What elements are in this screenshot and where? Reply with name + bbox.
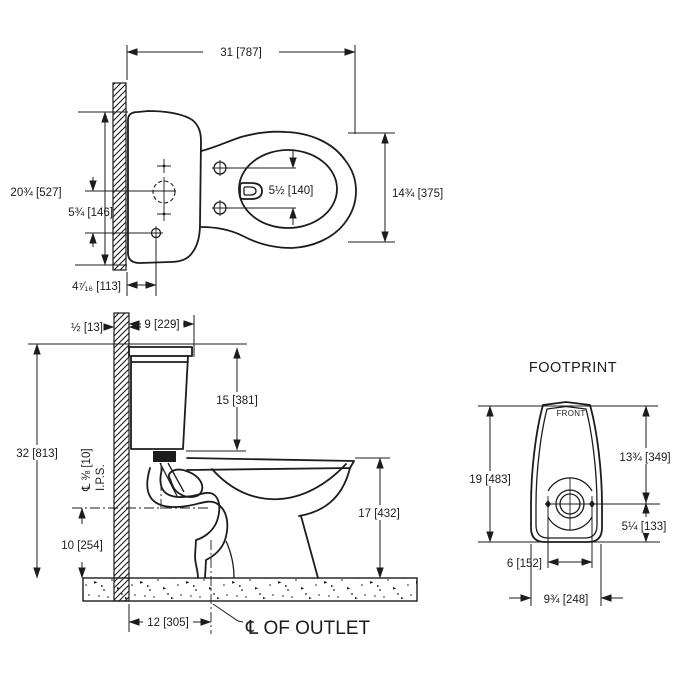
plan-dim-bowl-width: 14¾ [375] — [348, 132, 443, 243]
plan-bowl-width-label: 14¾ [375] — [392, 188, 443, 200]
footprint-outline — [530, 401, 603, 543]
plan-view: 31 [787] 20¾ [527] 5¾ [146] 4⁷⁄₁₆ [113] … — [10, 44, 443, 296]
side-view: ½ [13] 9 [229] 15 [381] 32 [813] ℄ ⅜ [10… — [13, 312, 418, 639]
footprint-dim-width: 9¾ [248] — [509, 544, 623, 606]
plan-depth-label: 31 [787] — [220, 47, 262, 59]
supply-height-label: 10 [254] — [61, 540, 103, 552]
footprint-dim-front-to-outlet: 13¾ [349] — [616, 405, 675, 504]
footprint-view: FOOTPRINT FRONT — [463, 360, 675, 606]
footprint-dim-length: 19 [483] — [463, 405, 518, 543]
plan-dim-bolt-from-wall: 4⁷⁄₁₆ [113] — [72, 240, 157, 296]
side-dim-rim-height: 17 [432] — [355, 457, 404, 579]
front-to-outlet-label: 13¾ [349] — [619, 452, 670, 464]
supply-size-label: ℄ ⅜ [10] — [81, 448, 93, 492]
side-tank — [128, 346, 193, 450]
plan-dim-hinge-spacing: 5½ [140] — [227, 151, 313, 225]
bolt-spacing-label: 6 [152] — [507, 558, 542, 570]
wall-thickness-label: ½ [13] — [71, 322, 103, 334]
plan-wall-section — [112, 82, 127, 271]
plan-tank-outline — [127, 110, 202, 264]
side-trapway — [146, 467, 235, 579]
footprint-bolt-left — [545, 496, 551, 512]
plan-hinge-spacing-label: 5½ [140] — [269, 185, 314, 197]
outlet-to-back-label: 5¼ [133] — [622, 521, 667, 533]
plan-sump — [239, 182, 263, 200]
supply-ips-text: I.P.S. — [95, 464, 107, 491]
plan-hinge-bolt-top — [212, 160, 228, 176]
supply-centerline — [72, 463, 210, 509]
plan-dim-width: 20¾ [527] — [10, 111, 128, 266]
supply-ips-label: ℄ ⅜ [10] I.P.S. — [81, 448, 107, 492]
side-dim-overall-height: 32 [813] — [13, 343, 62, 579]
floor-section — [82, 577, 418, 602]
tank-spud — [153, 451, 176, 462]
plan-bowl-rim — [238, 149, 338, 229]
footprint-outlet — [545, 477, 660, 531]
plan-hinge-bolt-bottom — [212, 200, 228, 216]
tank-to-seat-label: 15 [381] — [216, 395, 258, 407]
side-bowl — [159, 457, 355, 579]
plan-tank-bolt-marks — [157, 159, 171, 221]
outlet-from-wall-label: 12 [305] — [147, 617, 189, 629]
side-dim-supply-height: 10 [254] — [61, 507, 103, 579]
outlet-centerline-label: ℄ OF OUTLET — [245, 618, 370, 639]
footprint-front-label: FRONT — [556, 409, 585, 418]
plan-bowl-outline — [200, 130, 357, 249]
outlet-callout: ℄ OF OUTLET — [212, 603, 370, 639]
tank-depth-label: 9 [229] — [144, 319, 179, 331]
footprint-dim-outlet-to-back: 5¼ [133] — [617, 502, 673, 543]
plan-dim-supply-offset: 5¾ [146] — [68, 177, 176, 247]
side-wall-section — [113, 312, 130, 602]
side-dim-tank-to-seat: 15 [381] — [28, 343, 262, 452]
footprint-length-label: 19 [483] — [469, 474, 511, 486]
plan-bolt-from-wall-label: 4⁷⁄₁₆ [113] — [72, 281, 121, 293]
footprint-width-label: 9¾ [248] — [544, 594, 589, 606]
side-dim-outlet-from-wall: 12 [305] — [128, 604, 212, 632]
footprint-bolt-right — [589, 496, 595, 512]
footprint-title: FOOTPRINT — [529, 360, 617, 376]
plan-width-label: 20¾ [527] — [10, 187, 61, 199]
plan-dim-depth: 31 [787] — [126, 44, 356, 134]
rim-height-label: 17 [432] — [358, 508, 400, 520]
footprint-dim-bolt-spacing: 6 [152] — [507, 510, 593, 570]
plan-supply-offset-label: 5¾ [146] — [68, 207, 113, 219]
side-dim-tank-depth: 9 [229] — [128, 315, 195, 357]
plan-supply-hole — [152, 177, 176, 207]
overall-height-label: 32 [813] — [16, 448, 58, 460]
plan-floor-bolt — [149, 226, 163, 240]
